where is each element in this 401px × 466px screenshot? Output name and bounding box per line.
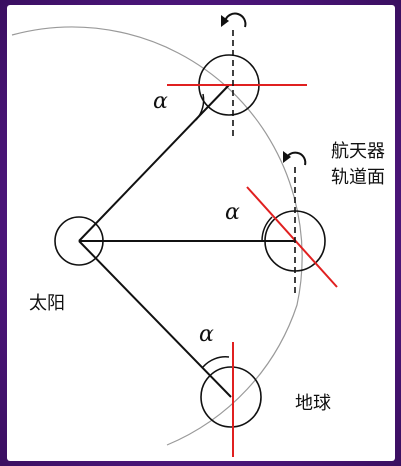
- orbit-plane-label-line1: 航天器: [331, 141, 385, 162]
- angle-arc-top: [195, 93, 205, 121]
- rotation-arrowhead-mid: [283, 151, 291, 163]
- earth-orbit-circle: [11, 26, 303, 446]
- angle-arc-mid: [261, 216, 273, 242]
- orbit-plane-mid: [246, 186, 338, 288]
- rotation-arrow-mid-icon: [286, 151, 307, 166]
- rotation-arrow-top-icon: [224, 12, 247, 28]
- angle-label-bottom: α: [199, 322, 214, 347]
- sun-circle: [54, 216, 104, 266]
- angle-label-top: α: [153, 89, 168, 114]
- diagram-panel: α α α 航天器 轨道面 太阳 地球: [7, 5, 395, 461]
- earth-orbit-circle-left: [7, 35, 12, 425]
- sun-to-top-line: [78, 84, 230, 242]
- angle-label-mid: α: [225, 200, 240, 225]
- sun-label: 太阳: [29, 293, 65, 314]
- angle-arc-bottom: [202, 356, 230, 368]
- earth-label: 地球: [295, 393, 331, 414]
- orbit-diagram: [7, 12, 338, 457]
- orbit-plane-label-line2: 轨道面: [331, 167, 385, 188]
- sun-to-bottom-line: [78, 240, 232, 398]
- rotation-arrowhead-top: [221, 15, 229, 27]
- earth-bottom-circle: [200, 366, 262, 428]
